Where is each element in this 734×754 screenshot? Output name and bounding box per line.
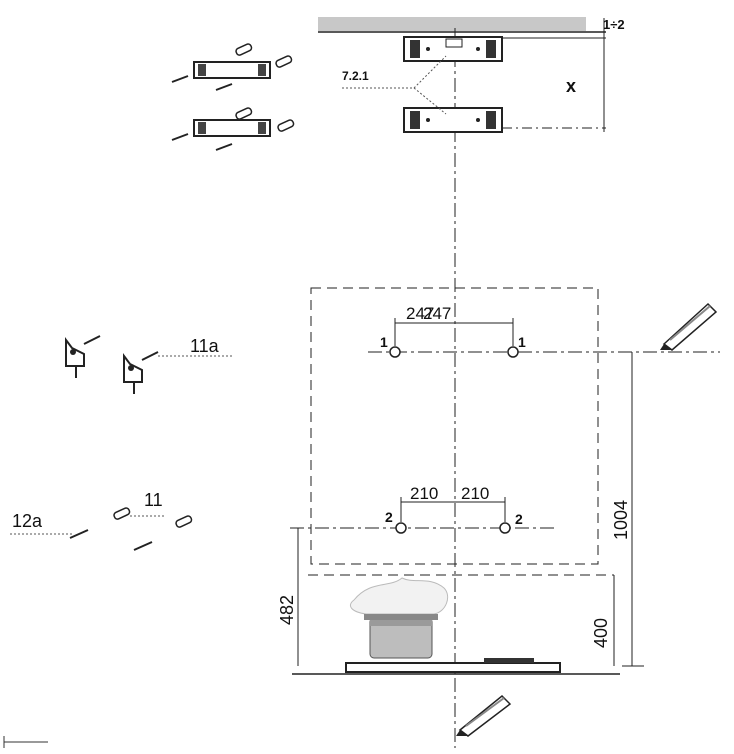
bracket-icon <box>403 107 503 133</box>
hole-2-right <box>499 522 511 534</box>
pencil-icon <box>456 694 512 737</box>
hole-1-right <box>507 346 519 358</box>
part-11-label: 11 <box>144 490 163 510</box>
dim-mid-right: 210 <box>461 484 489 503</box>
hob-icon <box>345 658 561 673</box>
screw-icon <box>69 529 153 551</box>
dim-top-left: 247 <box>406 304 434 323</box>
dim-mid-left: 210 <box>410 484 438 503</box>
height-1004: 1004 <box>611 500 631 540</box>
hole-1-right-label: 1 <box>518 334 526 350</box>
hole-2-right-label: 2 <box>515 511 523 527</box>
pot-icon <box>350 577 449 659</box>
part-12a-label: 12a <box>12 511 43 531</box>
x-label: x <box>566 76 576 96</box>
hook-icon <box>65 335 101 378</box>
hole-1-left <box>389 346 401 358</box>
ref-label: 7.2.1 <box>342 69 369 83</box>
dim-top-right: 247 <box>423 304 451 323</box>
ceiling-icon <box>318 17 606 33</box>
hole-1-left-label: 1 <box>380 334 388 350</box>
height-482: 482 <box>277 595 297 625</box>
bracket-icon <box>193 61 271 79</box>
wall-plug-icon <box>113 507 193 528</box>
bracket-icon <box>403 36 503 62</box>
height-400: 400 <box>591 618 611 648</box>
wall-plug-icon <box>235 43 295 132</box>
part-11a-label: 11a <box>190 336 220 356</box>
hole-2-left-label: 2 <box>385 509 393 525</box>
pencil-icon <box>660 302 718 351</box>
screw-icon <box>171 75 233 151</box>
hook-icon <box>123 351 159 394</box>
gap-label: 1÷2 <box>603 17 625 32</box>
hole-2-left <box>395 522 407 534</box>
hood-outline <box>310 287 599 565</box>
bracket-icon <box>193 119 271 137</box>
